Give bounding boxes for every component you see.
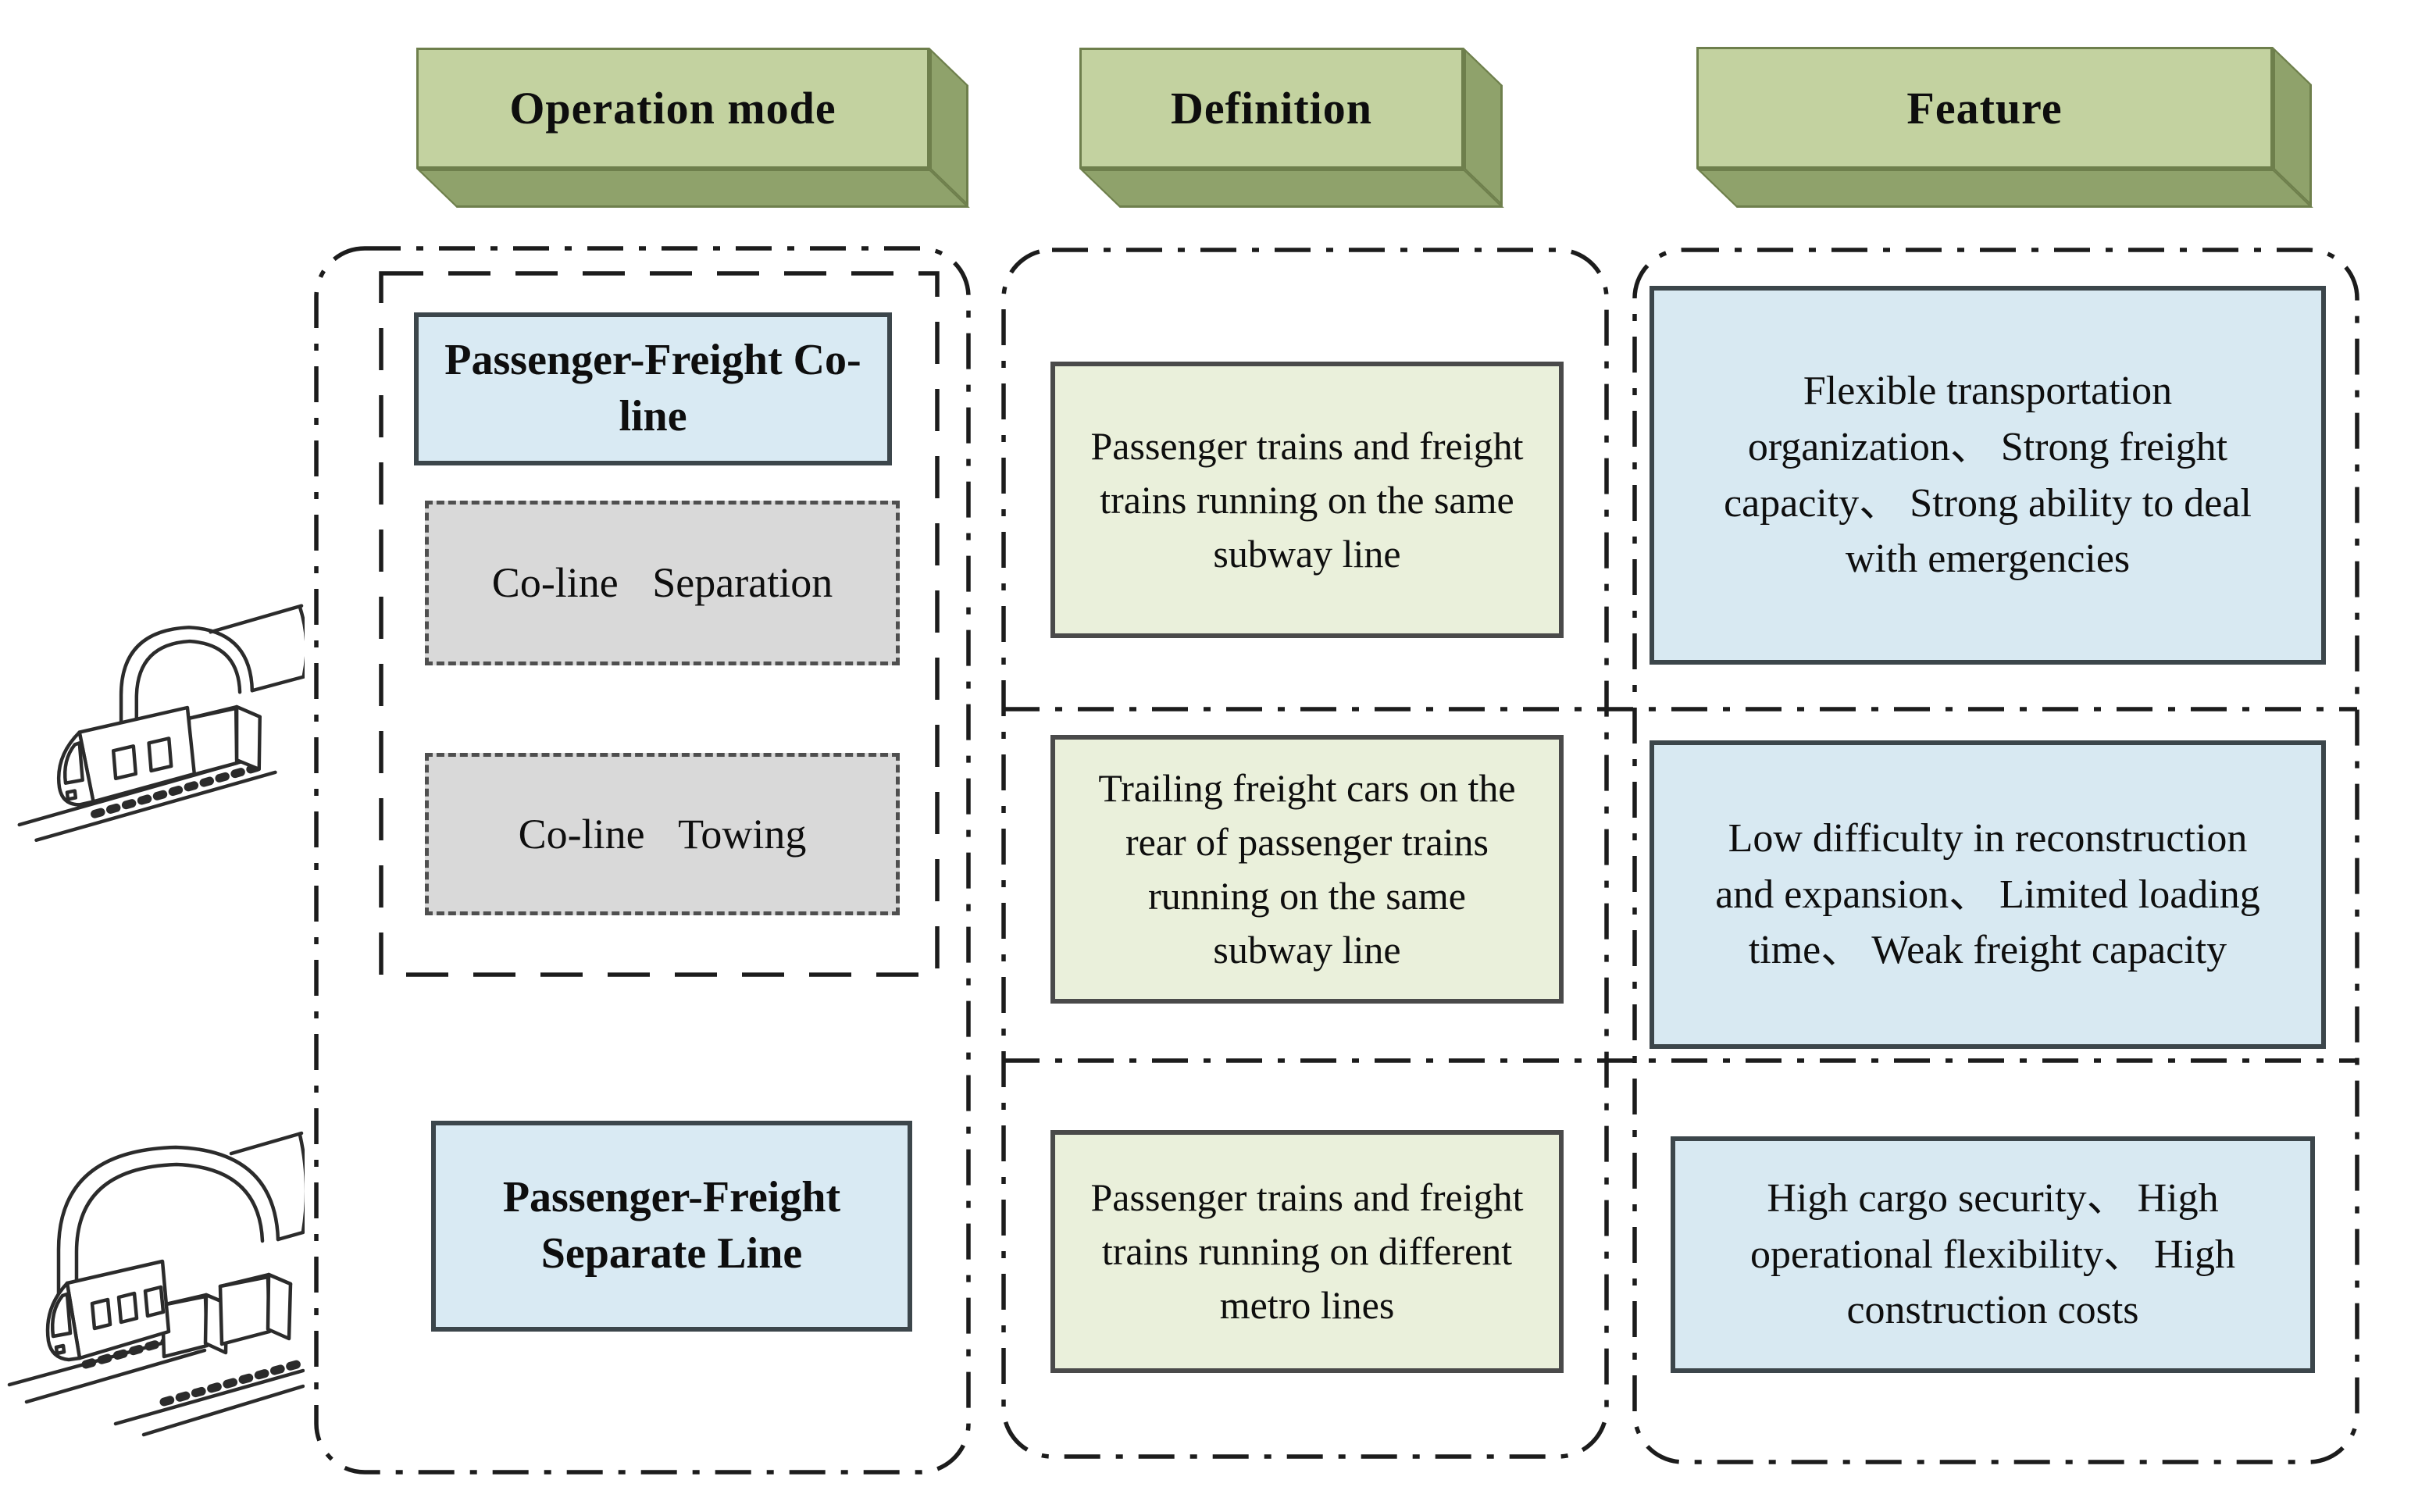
separate-line-train-tunnel-icon bbox=[7, 1131, 305, 1437]
header-feature-label: Feature bbox=[1696, 47, 2273, 169]
header-operation-mode-label: Operation mode bbox=[416, 48, 929, 169]
definition-co-line: Passenger trains and freight trains runn… bbox=[1050, 362, 1564, 638]
header-3d-bottom bbox=[416, 169, 970, 208]
header-3d-bottom bbox=[1079, 169, 1504, 208]
feature-separate-line: High cargo security、 High operational fl… bbox=[1671, 1136, 2315, 1373]
co-line-train-tunnel-icon bbox=[17, 604, 305, 843]
header-operation-mode: Operation mode bbox=[416, 48, 970, 208]
definition-column-frame bbox=[1001, 248, 1609, 1459]
header-3d-bottom bbox=[1696, 169, 2313, 208]
header-definition-label: Definition bbox=[1079, 48, 1464, 169]
feature-column-frame bbox=[1632, 248, 2359, 1464]
box-co-line-separation: Co-line Separation bbox=[425, 501, 900, 665]
feature-co-line-towing: Low difficulty in reconstruction and exp… bbox=[1650, 740, 2326, 1049]
definition-separate-line: Passenger trains and freight trains runn… bbox=[1050, 1130, 1564, 1373]
definition-co-line-towing: Trailing freight cars on the rear of pas… bbox=[1050, 735, 1564, 1004]
feature-co-line: Flexible transportation organization、 St… bbox=[1650, 286, 2326, 665]
co-line-group-frame bbox=[379, 271, 940, 977]
box-passenger-freight-separate-line: Passenger-Freight Separate Line bbox=[431, 1121, 912, 1332]
box-passenger-freight-co-line: Passenger-Freight Co-line bbox=[414, 312, 892, 465]
operation-mode-column-frame bbox=[314, 246, 971, 1475]
header-definition: Definition bbox=[1079, 48, 1504, 208]
header-feature: Feature bbox=[1696, 47, 2313, 208]
box-co-line-towing: Co-line Towing bbox=[425, 753, 900, 915]
